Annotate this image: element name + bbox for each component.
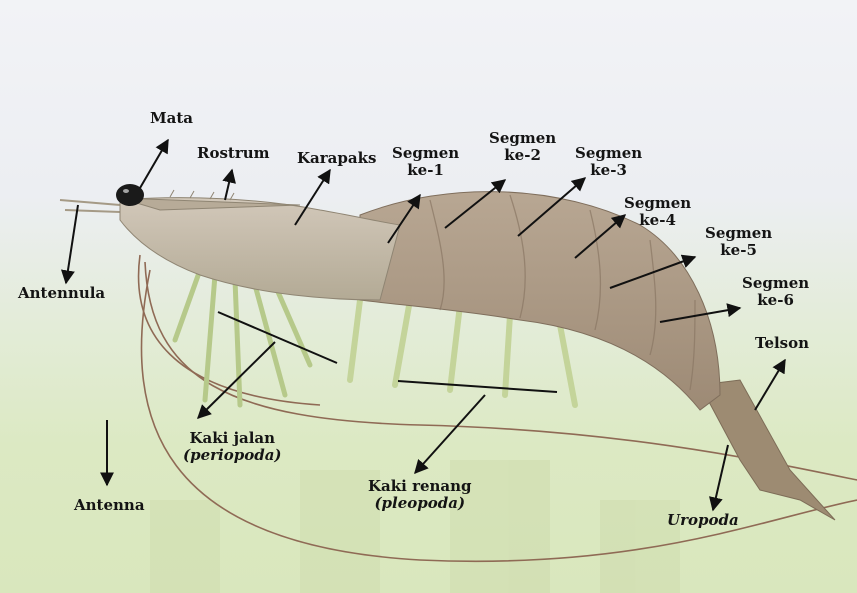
shrimp-carapace [120, 198, 400, 300]
label-segmen-4: Segmen ke-4 [624, 195, 691, 230]
label-segmen-2-line1: Segmen [489, 130, 556, 147]
line-kaki-renang [398, 381, 557, 392]
label-kaki-jalan-line2: (periopoda) [183, 447, 282, 464]
label-kaki-jalan: Kaki jalan (periopoda) [183, 430, 282, 465]
label-segmen-1-line1: Segmen [392, 145, 459, 162]
label-segmen-4-line1: Segmen [624, 195, 691, 212]
label-antennula: Antennula [18, 285, 105, 302]
label-segmen-3-line1: Segmen [575, 145, 642, 162]
label-segmen-1: Segmen ke-1 [392, 145, 459, 180]
arrow-uropoda [713, 445, 728, 510]
label-segmen-5: Segmen ke-5 [705, 225, 772, 260]
tail-fan [700, 380, 835, 520]
label-mata: Mata [150, 110, 193, 127]
label-segmen-5-line1: Segmen [705, 225, 772, 242]
label-segmen-5-line2: ke-5 [705, 242, 772, 259]
label-rostrum: Rostrum [197, 145, 270, 162]
arrow-rostrum [225, 170, 232, 200]
label-karapaks: Karapaks [297, 150, 376, 167]
label-segmen-6: Segmen ke-6 [742, 275, 809, 310]
label-telson: Telson [755, 335, 809, 352]
label-segmen-6-line2: ke-6 [742, 292, 809, 309]
label-uropoda-text: Uropoda [667, 511, 739, 529]
eye-highlight [123, 189, 129, 193]
label-segmen-2-line2: ke-2 [489, 147, 556, 164]
label-kaki-renang: Kaki renang (pleopoda) [368, 478, 472, 513]
label-segmen-1-line2: ke-1 [392, 162, 459, 179]
label-uropoda: Uropoda [667, 512, 739, 529]
arrow-mata [140, 140, 168, 188]
antennule-spines [60, 200, 120, 212]
label-antenna: Antenna [74, 497, 145, 514]
arrow-telson [755, 360, 785, 410]
label-kaki-jalan-line1: Kaki jalan [183, 430, 282, 447]
label-segmen-6-line1: Segmen [742, 275, 809, 292]
label-kaki-renang-line1: Kaki renang [368, 478, 472, 495]
label-segmen-4-line2: ke-4 [624, 212, 691, 229]
arrow-antennula [66, 205, 78, 283]
label-segmen-3-line2: ke-3 [575, 162, 642, 179]
label-segmen-3: Segmen ke-3 [575, 145, 642, 180]
label-kaki-renang-line2: (pleopoda) [368, 495, 472, 512]
label-segmen-2: Segmen ke-2 [489, 130, 556, 165]
